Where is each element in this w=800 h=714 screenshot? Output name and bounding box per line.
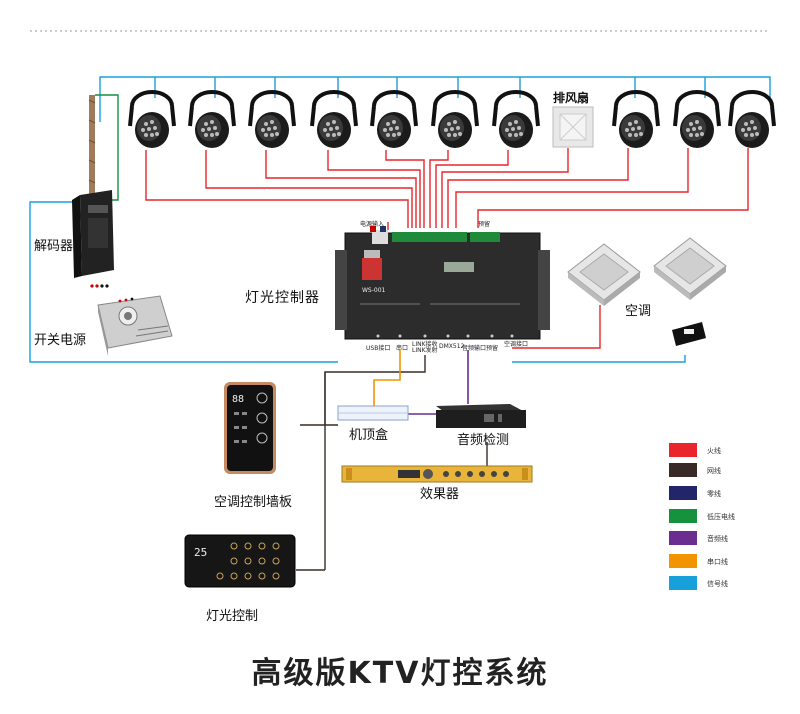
decoder [72,190,114,288]
decoder-antenna [88,95,96,195]
port-reserved-bottom: 预留 [486,344,498,352]
legend-label-audio: 音频线 [707,534,728,543]
aircon-unit [567,243,641,306]
decoder-label: 解码器 [34,239,73,254]
par-lamp [128,90,176,150]
controller-model: WS-001 [362,287,386,294]
port-audio-in: 音频输口 [462,344,486,352]
light-control-panel: 25 [184,534,296,588]
legend-label-serial: 串口线 [707,557,728,566]
par-lamp [188,90,236,150]
ac-panel-display: 88 [232,394,244,405]
port-serial: 串口 [396,344,408,352]
legend-swatch-network [669,463,697,477]
port-link-tx: LINK发射 [412,346,438,354]
port-link-rx: LINK接收 [412,340,438,348]
audio-wires [408,350,469,415]
network-wires [296,355,488,571]
ac-panel-label: 空调控制墙板 [214,495,292,510]
legend-label-neutral: 零线 [707,489,721,498]
aircon-receiver [672,322,706,346]
set-top-box-label: 机顶盒 [349,427,388,443]
light-controller: WS-001 [335,226,550,340]
port-power-in: 电源输入 [360,220,384,228]
wire-legend: 火线 网线 零线 低压电线 音频线 串口线 信号线 [669,443,735,590]
par-lamp [673,90,721,150]
legend-label-live: 火线 [707,446,721,455]
switch-power-label: 开关电源 [34,333,86,348]
exhaust-fan: 排风扇 [552,90,594,148]
serial-wire [373,350,401,410]
legend-swatch-low-voltage [669,509,697,523]
par-lamp [728,90,776,150]
legend-swatch-signal [669,576,697,590]
port-aircon: 空调接口 [504,340,528,348]
effects-label: 效果器 [420,487,459,502]
par-lamp [431,90,479,150]
page-title: 高级版KTV灯控系统 [251,656,549,691]
exhaust-fan-label: 排风扇 [553,90,589,105]
legend-swatch-neutral [669,486,697,500]
legend-swatch-serial [669,554,697,568]
live-wires [145,148,749,349]
legend-swatch-audio [669,531,697,545]
low-voltage-wire [95,94,119,201]
port-usb: USB接口 [366,344,390,352]
signal-wires [29,76,771,363]
legend-label-low-voltage: 低压电线 [707,512,735,521]
light-panel-label: 灯光控制 [206,609,258,624]
par-lamp [612,90,660,150]
legend-swatch-live [669,443,697,457]
par-lamp [248,90,296,150]
switch-power-supply [97,295,173,356]
aircon-label: 空调 [625,304,651,319]
aircon-unit [653,237,727,300]
audio-detector [436,404,526,428]
par-lamp [370,90,418,150]
legend-label-network: 网线 [707,466,721,475]
legend-label-signal: 信号线 [707,579,728,588]
port-dmx: DMX512 [439,343,465,350]
light-controller-label: 灯光控制器 [245,290,320,306]
light-panel-display: 25 [194,546,207,559]
port-reserved: 预留 [478,220,490,228]
audio-detector-label: 音频检测 [457,432,509,448]
par-lamp [310,90,358,150]
effects-processor [341,465,533,483]
set-top-box [337,405,409,421]
ac-control-panel: 88 [224,382,276,474]
par-lamp [492,90,540,150]
